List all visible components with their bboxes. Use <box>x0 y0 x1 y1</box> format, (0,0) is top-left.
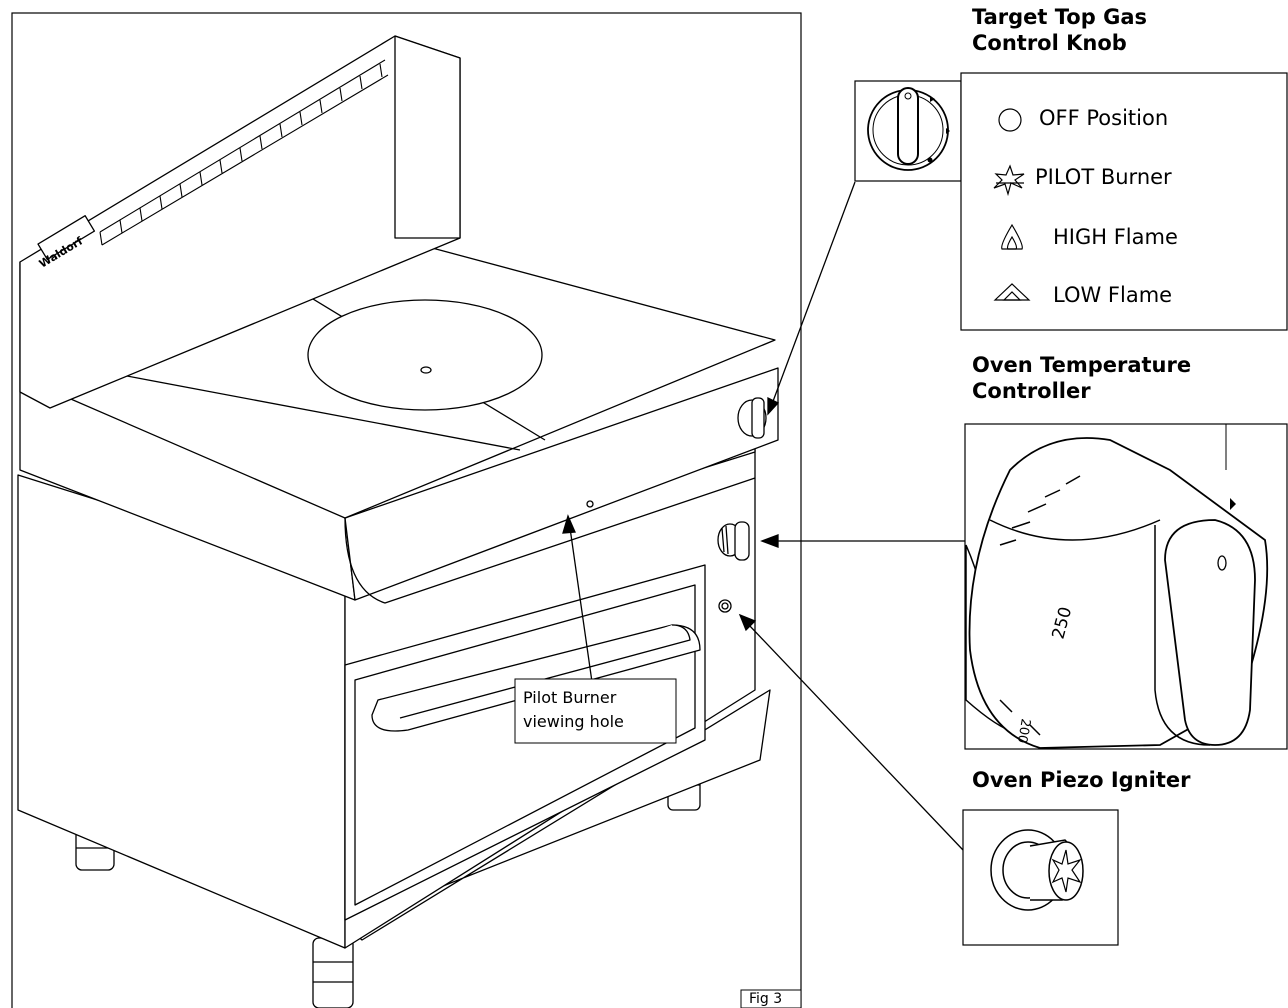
figure-frame <box>11 12 802 1008</box>
figure-label: Fig 3 <box>749 991 783 1007</box>
pilot-callout-text: Pilot Burner viewing hole <box>523 686 624 734</box>
gas-knob-heading-line-2: Control Knob <box>972 31 1127 55</box>
legend-label-off: OFF Position <box>1039 106 1169 130</box>
splashback-vents <box>99 59 389 246</box>
leader-lines <box>562 181 965 851</box>
pilot-callout-line-2: viewing hole <box>523 712 624 731</box>
pilot-star-icon <box>993 164 1025 197</box>
oven-door-handle <box>371 624 701 732</box>
dial-label-200: 200 <box>1014 717 1033 744</box>
oven-temp-heading-line-2: Controller <box>972 379 1091 403</box>
gas-knob-inset <box>854 80 962 182</box>
pilot-callout-box <box>514 678 677 744</box>
oven-temp-heading: Oven Temperature Controller <box>972 352 1191 404</box>
pilot-callout-line-1: Pilot Burner <box>523 688 617 707</box>
gas-knob-heading-line-1: Target Top Gas <box>972 5 1147 29</box>
piezo-heading: Oven Piezo Igniter <box>972 768 1191 792</box>
range-gas-knob <box>737 397 767 439</box>
high-flame-icon <box>1001 223 1023 250</box>
gas-knob-heading: Target Top Gas Control Knob <box>972 4 1147 56</box>
legend-label-low: LOW Flame <box>1053 283 1173 307</box>
figure-label-box <box>740 989 802 1008</box>
oven-temp-inset: 250 200 <box>964 423 1288 750</box>
off-circle-icon <box>998 108 1022 132</box>
low-flame-icon <box>993 283 1031 301</box>
legend-label-pilot: PILOT Burner <box>1035 165 1172 189</box>
range-piezo-button <box>718 599 732 613</box>
piezo-inset <box>962 809 1119 946</box>
legend-label-high: HIGH Flame <box>1053 225 1178 249</box>
oven-temp-heading-line-1: Oven Temperature <box>972 353 1192 377</box>
legend-symbols <box>993 108 1031 301</box>
range-temp-knob <box>717 521 750 561</box>
oven-range-illustration <box>17 35 779 1008</box>
target-ring <box>307 299 543 411</box>
